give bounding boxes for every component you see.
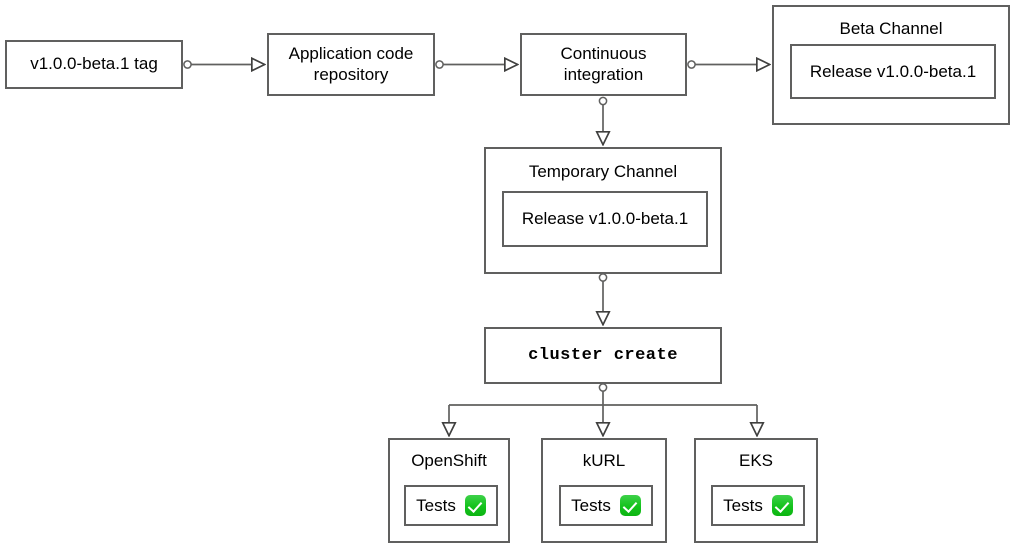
kurl-tests-box[interactable]: Tests xyxy=(559,485,653,526)
openshift-tests-label: Tests xyxy=(416,495,456,515)
node-application-code-repository[interactable]: Application code repository xyxy=(267,33,435,96)
node-openshift[interactable]: OpenShift Tests xyxy=(388,438,510,543)
temporary-channel-title: Temporary Channel xyxy=(528,162,678,181)
edge-tag-to-repo xyxy=(183,61,265,68)
temporary-channel-release-box[interactable]: Release v1.0.0-beta.1 xyxy=(502,191,708,247)
edge-ci-to-temporary-channel xyxy=(599,96,606,145)
edge-temporary-channel-to-cluster-create xyxy=(599,273,606,325)
edge-cluster-create-to-platforms xyxy=(449,383,757,436)
check-mark-button-icon xyxy=(619,495,641,516)
node-continuous-integration[interactable]: Continuous integration xyxy=(520,33,687,96)
node-temporary-channel[interactable]: Temporary Channel Release v1.0.0-beta.1 xyxy=(484,147,722,274)
edge-repo-to-ci xyxy=(435,61,518,68)
node-ci-label: Continuous integration xyxy=(560,44,647,84)
check-mark-button-icon xyxy=(771,495,793,516)
node-cluster-create[interactable]: cluster create xyxy=(484,327,722,384)
openshift-tests-box[interactable]: Tests xyxy=(404,485,498,526)
beta-channel-title: Beta Channel xyxy=(839,19,943,38)
eks-tests-box[interactable]: Tests xyxy=(711,485,805,526)
eks-tests-label: Tests xyxy=(723,495,763,515)
kurl-title: kURL xyxy=(582,451,626,470)
openshift-title: OpenShift xyxy=(411,451,487,470)
eks-title: EKS xyxy=(738,451,774,470)
node-beta-channel[interactable]: Beta Channel Release v1.0.0-beta.1 xyxy=(772,5,1010,125)
temporary-channel-release-label: Release v1.0.0-beta.1 xyxy=(521,209,689,228)
node-eks[interactable]: EKS Tests xyxy=(694,438,818,543)
edge-ci-to-beta-channel xyxy=(687,61,770,68)
beta-channel-release-box[interactable]: Release v1.0.0-beta.1 xyxy=(790,44,996,99)
kurl-tests-label: Tests xyxy=(571,495,611,515)
beta-channel-release-label: Release v1.0.0-beta.1 xyxy=(809,61,977,81)
node-tag-label: v1.0.0-beta.1 tag xyxy=(30,54,158,74)
node-cluster-create-label: cluster create xyxy=(528,346,678,365)
check-mark-button-icon xyxy=(464,495,486,516)
node-repo-label: Application code repository xyxy=(288,44,414,84)
node-kurl[interactable]: kURL Tests xyxy=(541,438,667,543)
node-tag[interactable]: v1.0.0-beta.1 tag xyxy=(5,40,183,89)
